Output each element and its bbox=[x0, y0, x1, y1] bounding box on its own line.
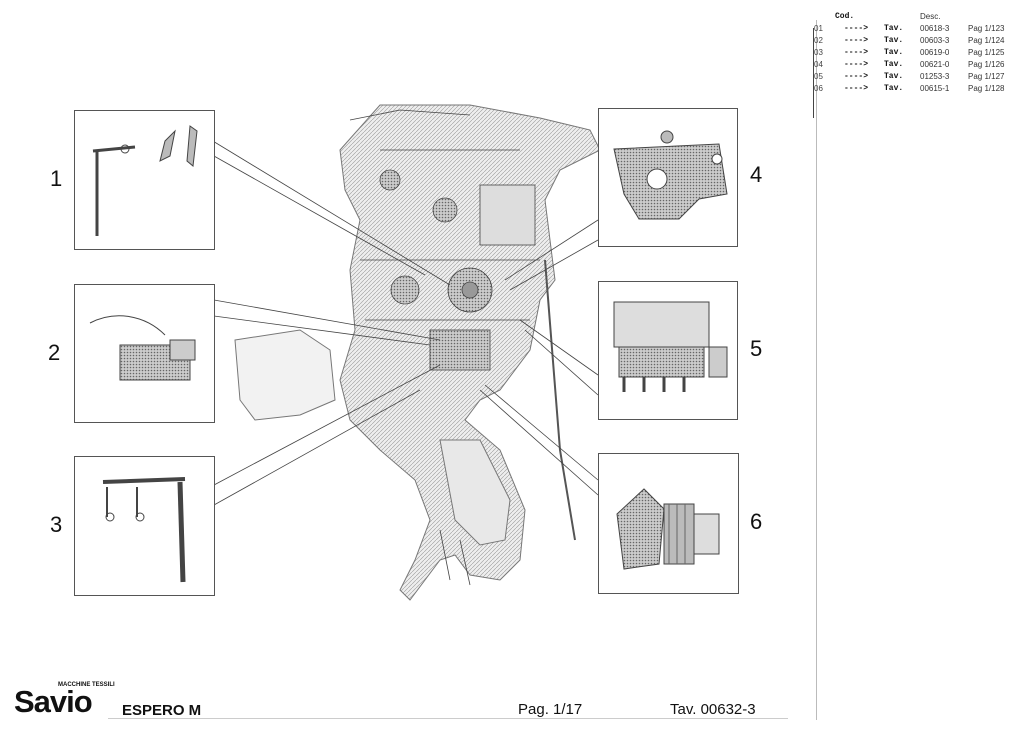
index-row[interactable]: 05 ----> Tav. 01253-3 Pag 1/127 bbox=[808, 72, 1022, 84]
machine-body bbox=[234, 104, 601, 601]
index-row-code: 00603-3 bbox=[920, 36, 950, 45]
savio-logo: MACCHINE TESSILI Savio bbox=[14, 682, 115, 719]
index-row-tav: Tav. bbox=[884, 72, 904, 81]
callout-box-2 bbox=[74, 284, 215, 423]
callout-number-5: 5 bbox=[750, 336, 763, 361]
page-number: Pag. 1/17 bbox=[518, 701, 583, 718]
callout-box-3 bbox=[74, 456, 215, 596]
index-header: Cod. Desc. bbox=[808, 12, 1022, 24]
machine-details bbox=[349, 109, 576, 586]
index-row-tav: Tav. bbox=[884, 24, 904, 33]
index-row[interactable]: 02 ----> Tav. 00603-3 Pag 1/124 bbox=[808, 36, 1022, 48]
index-row[interactable]: 06 ----> Tav. 00615-1 Pag 1/128 bbox=[808, 84, 1022, 96]
callout-box-4 bbox=[598, 108, 738, 247]
part-illustration-1 bbox=[92, 125, 198, 236]
part-illustration-2 bbox=[89, 315, 196, 381]
index-row-code: 00618-3 bbox=[920, 24, 950, 33]
callout-box-5 bbox=[598, 281, 738, 420]
callout-number-1: 1 bbox=[50, 166, 63, 191]
brand-tagline: MACCHINE TESSILI bbox=[58, 682, 115, 688]
brand-name: Savio bbox=[14, 684, 93, 719]
index-row-number: 04 bbox=[814, 60, 823, 69]
part-illustration-6 bbox=[616, 488, 720, 570]
part-illustration-4 bbox=[613, 130, 728, 220]
index-row-tav: Tav. bbox=[884, 84, 904, 93]
index-row[interactable]: 04 ----> Tav. 00621-0 Pag 1/126 bbox=[808, 60, 1022, 72]
model-name: ESPERO M bbox=[122, 702, 202, 719]
index-row-page: Pag 1/124 bbox=[968, 36, 1005, 45]
index-header-desc: Desc. bbox=[920, 12, 941, 21]
index-row-arrow: ----> bbox=[844, 84, 869, 93]
index-row-arrow: ----> bbox=[844, 24, 869, 33]
index-row[interactable]: 01 ----> Tav. 00618-3 Pag 1/123 bbox=[808, 24, 1022, 36]
index-row-number: 01 bbox=[814, 24, 823, 33]
index-marker bbox=[813, 28, 814, 118]
leader-lines bbox=[197, 131, 599, 506]
index-separator bbox=[816, 20, 817, 720]
part-illustration-3 bbox=[102, 477, 186, 583]
footer-rule bbox=[108, 718, 788, 719]
index-row-code: 00615-1 bbox=[920, 84, 950, 93]
index-row-arrow: ----> bbox=[844, 60, 869, 69]
callout-number-4: 4 bbox=[750, 162, 763, 187]
index-row-number: 05 bbox=[814, 72, 823, 81]
callout-number-2: 2 bbox=[48, 340, 61, 365]
index-row-number: 06 bbox=[814, 84, 823, 93]
index-row-tav: Tav. bbox=[884, 48, 904, 57]
table-number: Tav. 00632-3 bbox=[670, 701, 756, 718]
index-row-arrow: ----> bbox=[844, 48, 869, 57]
index-row-number: 02 bbox=[814, 36, 823, 45]
index-row-code: 00621-0 bbox=[920, 60, 950, 69]
callout-box-6 bbox=[598, 453, 739, 594]
index-row[interactable]: 03 ----> Tav. 00619-0 Pag 1/125 bbox=[808, 48, 1022, 60]
index-row-code: 00619-0 bbox=[920, 48, 950, 57]
index-row-code: 01253-3 bbox=[920, 72, 950, 81]
callout-number-6: 6 bbox=[750, 509, 763, 534]
cross-reference-index: Cod. Desc. 01 ----> Tav. 00618-3 Pag 1/1… bbox=[808, 12, 1022, 96]
index-row-number: 03 bbox=[814, 48, 823, 57]
index-row-arrow: ----> bbox=[844, 36, 869, 45]
index-row-page: Pag 1/126 bbox=[968, 60, 1005, 69]
callout-number-3: 3 bbox=[50, 512, 63, 537]
index-row-arrow: ----> bbox=[844, 72, 869, 81]
index-row-page: Pag 1/128 bbox=[968, 84, 1005, 93]
part-illustration-5 bbox=[613, 301, 728, 392]
index-row-page: Pag 1/125 bbox=[968, 48, 1005, 57]
callout-box-1 bbox=[74, 110, 215, 250]
index-row-page: Pag 1/127 bbox=[968, 72, 1005, 81]
index-header-cod: Cod. bbox=[835, 12, 855, 21]
index-row-tav: Tav. bbox=[884, 60, 904, 69]
index-row-tav: Tav. bbox=[884, 36, 904, 45]
index-row-page: Pag 1/123 bbox=[968, 24, 1005, 33]
